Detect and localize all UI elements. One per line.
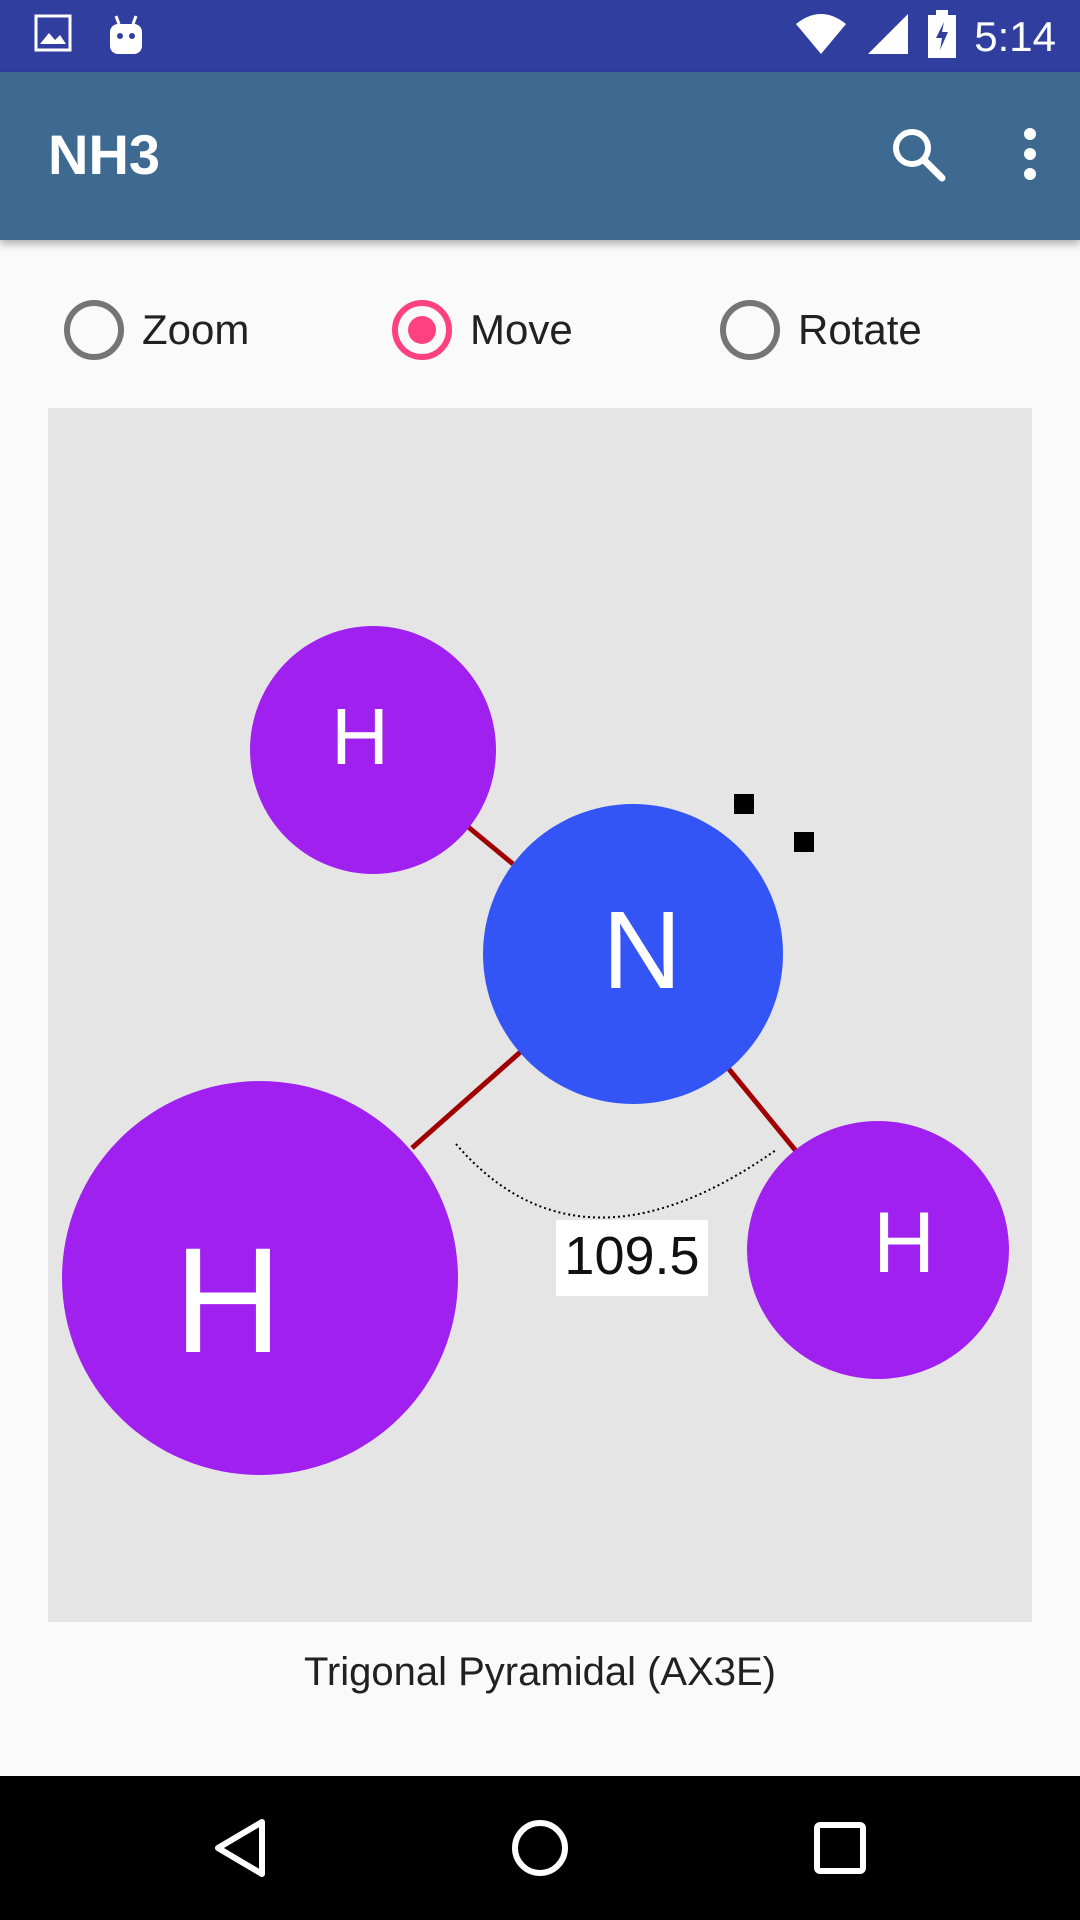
- hydrogen-atom-left[interactable]: [62, 1081, 458, 1475]
- radio-zoom[interactable]: Zoom: [64, 300, 249, 360]
- nitrogen-atom[interactable]: [483, 804, 783, 1104]
- atom-label-h-left: H: [174, 1216, 282, 1384]
- radio-circle[interactable]: [720, 300, 780, 360]
- radio-circle[interactable]: [64, 300, 124, 360]
- signal-icon: [866, 12, 910, 61]
- lone-pair-dot: [734, 794, 754, 814]
- molecule-canvas[interactable]: H H H N 109.5: [48, 408, 1032, 1622]
- status-bar: 5:14: [0, 0, 1080, 72]
- back-icon[interactable]: [204, 1812, 276, 1884]
- angle-label: 109.5: [564, 1226, 699, 1286]
- atom-label-n: N: [602, 889, 681, 1012]
- radio-circle[interactable]: [392, 300, 452, 360]
- more-vert-icon[interactable]: [1020, 126, 1040, 187]
- atom-label-h-top: H: [331, 692, 389, 781]
- radio-move[interactable]: Move: [392, 300, 573, 360]
- app-bar: NH3: [0, 72, 1080, 240]
- atom-label-h-right: H: [873, 1195, 935, 1291]
- angle-label-bg: [556, 1220, 708, 1296]
- search-icon[interactable]: [888, 124, 948, 189]
- radio-zoom-label: Zoom: [142, 306, 250, 353]
- recents-icon[interactable]: [804, 1812, 876, 1884]
- mode-radio-group: Zoom Move Rotate: [0, 300, 1080, 374]
- bond-angle-arc: [455, 1143, 777, 1219]
- radio-move-label: Move: [470, 306, 573, 353]
- hydrogen-atom-top[interactable]: [250, 626, 496, 874]
- molecule-drawing[interactable]: H H H N 109.5: [48, 408, 1032, 1622]
- android-icon: [106, 14, 146, 61]
- radio-rotate-label: Rotate: [798, 306, 922, 353]
- radio-rotate[interactable]: Rotate: [720, 300, 922, 360]
- status-time: 5:14: [974, 12, 1056, 60]
- gallery-icon: [34, 14, 72, 61]
- home-icon[interactable]: [504, 1812, 576, 1884]
- hydrogen-atom-right[interactable]: [747, 1121, 1009, 1379]
- navigation-bar: [0, 1776, 1080, 1920]
- battery-icon: [928, 10, 957, 63]
- wifi-icon: [794, 12, 848, 61]
- geometry-caption: Trigonal Pyramidal (AX3E): [303, 1650, 776, 1694]
- lone-pair-dot: [794, 832, 814, 852]
- app-title: NH3: [48, 123, 161, 186]
